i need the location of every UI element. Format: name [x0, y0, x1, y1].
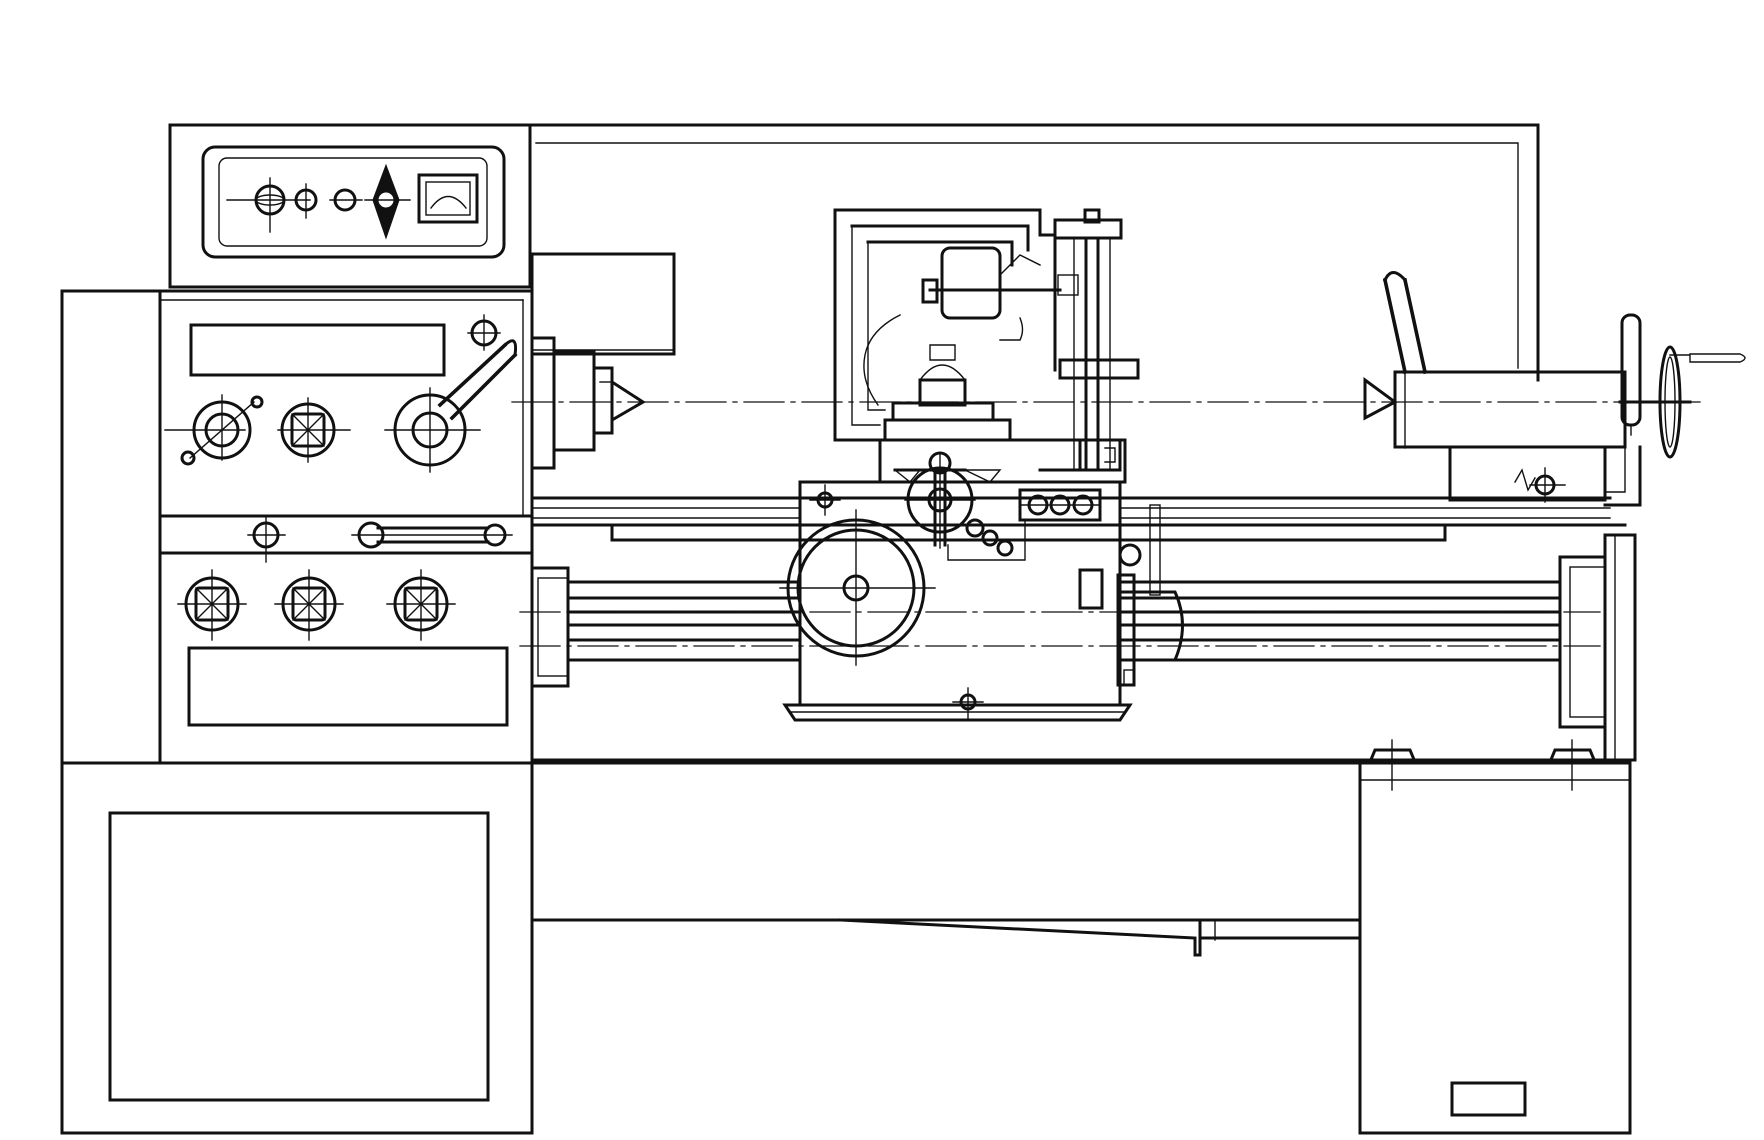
speed-dial-icon [164, 394, 264, 466]
feed-rods [519, 566, 1601, 688]
gearbox-knob-icon [274, 569, 344, 641]
column [1053, 208, 1140, 472]
spindle-lever-icon [384, 339, 518, 473]
control-cabinet [168, 123, 532, 289]
feed-knob-icon [277, 397, 351, 463]
indicator-lamp-icon [329, 188, 363, 212]
chip-guard [833, 208, 1057, 442]
tailstock [1363, 271, 1746, 507]
apron [779, 451, 1184, 722]
selector-knob-icon [467, 314, 501, 351]
screw-icon [809, 484, 841, 516]
gearbox-knob-icon [386, 569, 456, 641]
thread-selector-icon [247, 517, 513, 563]
left-pedestal [60, 761, 534, 1135]
tool-post [863, 246, 1127, 484]
lever-icon [1116, 504, 1184, 687]
right-pedestal [1358, 739, 1632, 1135]
ammeter-gauge-icon [417, 173, 479, 224]
bolt-icon [1548, 739, 1597, 791]
feed-knob-icon [1018, 488, 1102, 522]
headstock [60, 289, 534, 765]
bed-guard [530, 123, 1540, 382]
bolt-icon [1368, 739, 1417, 791]
spindle [530, 336, 646, 470]
end-bearing [1558, 533, 1637, 762]
indicator-lamp-icon [294, 183, 318, 219]
gearbox-knob-icon [177, 569, 247, 641]
bed-ways [530, 496, 1632, 765]
bed-base [530, 918, 1362, 957]
handwheel-icon [779, 509, 936, 666]
screw-icon [952, 687, 984, 721]
diamond-marker-icon [364, 163, 411, 240]
